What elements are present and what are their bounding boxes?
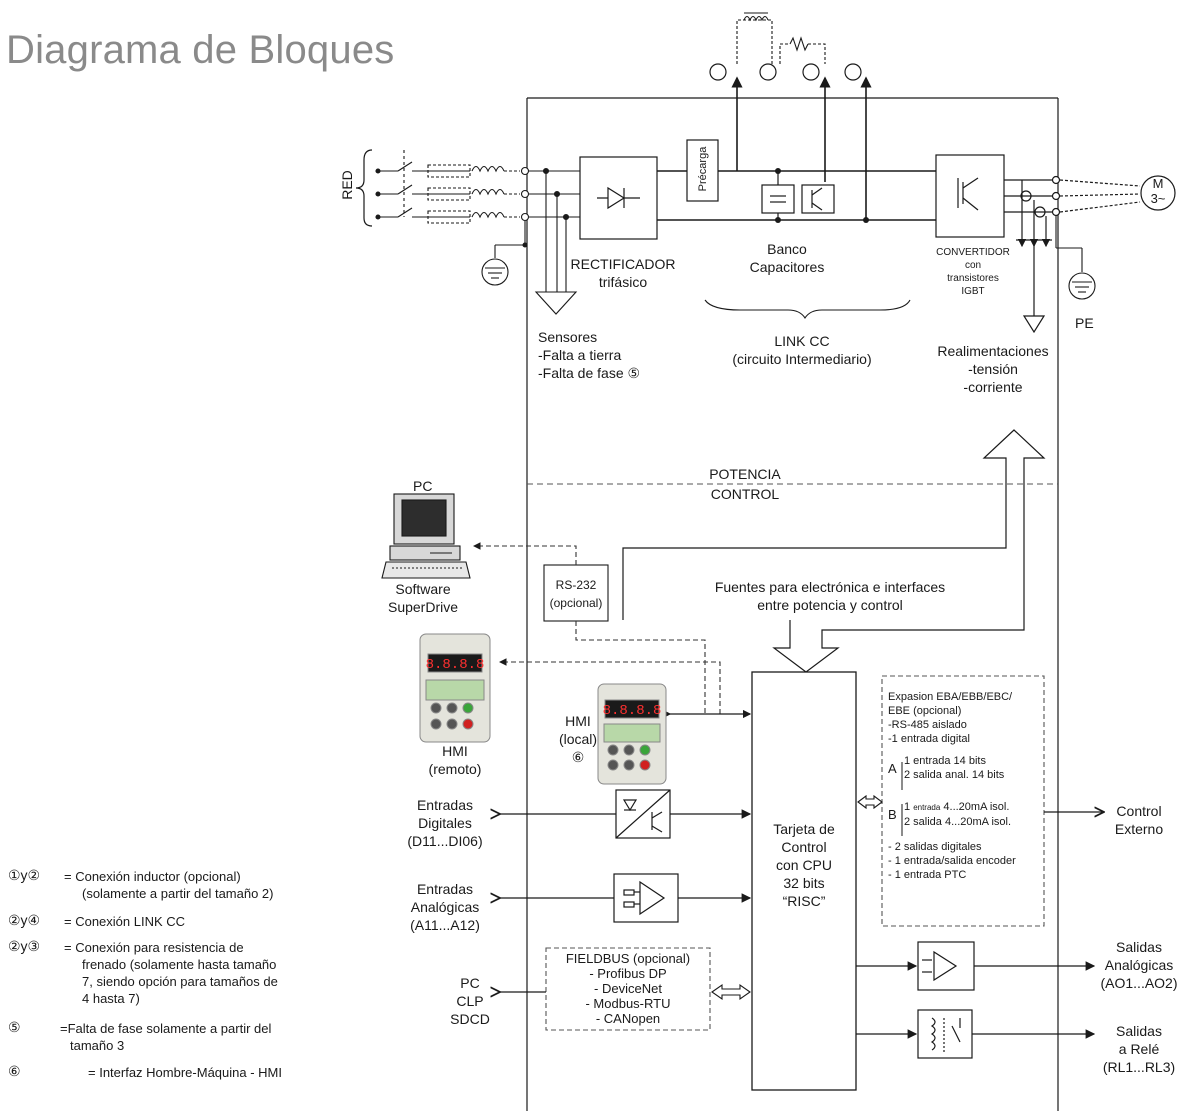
hmi-remote-label: HMI (remoto): [428, 743, 482, 777]
dc-inductor-coil: [743, 12, 769, 22]
pc-top-label: PC: [413, 478, 433, 494]
expansion-box: [881, 675, 1045, 927]
digital-input-optocoupler: [500, 789, 752, 839]
pe-label: PE: [1075, 315, 1094, 331]
legend-text: = Interfaz Hombre-Máquina - HMI: [88, 1065, 282, 1080]
pc-clp-sdcd-label: PC CLP SDCD: [450, 975, 490, 1027]
legend-key: ⑤: [8, 1019, 21, 1035]
link-cc-label: LINK CC (circuito Intermediario): [732, 333, 872, 367]
dc-terminals: [709, 63, 862, 81]
salidas-rele-label: Salidas a Relé (RL1...RL3): [1102, 1023, 1176, 1075]
control-label: CONTROL: [710, 486, 780, 502]
convertidor-label: CONVERTIDOR con transistores IGBT: [936, 247, 1010, 297]
legend-key: ①y②: [8, 867, 41, 883]
fuentes-label: Fuentes para electrónica e interfaces en…: [714, 579, 946, 613]
motor-label: M 3~: [1150, 176, 1166, 206]
link-cc-brace: [704, 299, 911, 320]
hmi-local-label: HMI (local) ⑥: [558, 713, 598, 765]
brake-transistor: [801, 184, 835, 214]
entradas-digitales-label: Entradas Digitales (D11...DI06): [407, 797, 483, 849]
hmi-local-icon: 8.8.8.8: [597, 683, 667, 785]
banco-label: Banco Capacitores: [749, 241, 825, 275]
ground-left-icon: [481, 221, 528, 286]
analog-output-amplifier: [856, 941, 1096, 991]
realimentaciones-label: Realimentaciones -tensión -corriente: [937, 343, 1049, 395]
svg-text:8.8.8.8: 8.8.8.8: [426, 657, 485, 673]
entradas-analogicas-label: Entradas Analógicas (A11...A12): [410, 881, 480, 933]
input-phases: [375, 150, 580, 315]
legend-key: ②y④: [8, 912, 41, 928]
fieldbus-box: [545, 947, 711, 1031]
salidas-analogicas-label: Salidas Analógicas (AO1...AO2): [1100, 939, 1178, 991]
rectifier-block: [579, 156, 658, 240]
optional-brake-resistor: [779, 36, 826, 64]
rectificador-label: RECTIFICADOR trifásico: [570, 256, 676, 290]
drive-enclosure: [526, 97, 1059, 1111]
rs232-links: [472, 542, 721, 714]
fieldbus-label: FIELDBUS (opcional) - Profibus DP - Devi…: [565, 951, 691, 1026]
hmi-remote-icon: 8.8.8.8: [419, 633, 491, 743]
rs232-label: RS-232 (opcional): [549, 578, 603, 610]
red-label: RED: [339, 170, 355, 200]
legend-text: = Conexión LINK CC: [64, 914, 186, 929]
legend-key: ②y③: [8, 938, 41, 954]
fieldbus-card-arrow: [711, 983, 751, 1001]
legend-text: = Conexión inductor (opcional) (solament…: [64, 869, 274, 901]
potencia-label: POTENCIA: [709, 466, 781, 482]
analog-input-amplifier: [500, 873, 752, 923]
tarjeta-label: Tarjeta de Control con CPU 32 bits “RISC…: [773, 821, 835, 909]
feedback-hollow-arrow: [622, 429, 1046, 673]
optional-dc-inductor: [736, 19, 773, 64]
legend-text: = Conexión para resistencia de frenado (…: [64, 940, 278, 1006]
ground-pe-icon: [1055, 216, 1096, 300]
expansion-text: Expasion EBA/EBB/EBC/ EBE (opcional) -RS…: [888, 691, 1016, 881]
svg-text:8.8.8.8: 8.8.8.8: [603, 703, 662, 719]
sensores-label: Sensores -Falta a tierra -Falta de fase …: [538, 329, 641, 381]
computer-icon: [381, 493, 471, 579]
software-label: Software SuperDrive: [387, 581, 459, 615]
output-phases: [1004, 175, 1176, 334]
expansion-card-arrow: [857, 794, 883, 810]
igbt-converter: [935, 154, 1005, 238]
legend-key: ⑥: [8, 1063, 21, 1079]
precarga-block: [686, 139, 719, 202]
precarga-label: Précarga: [697, 146, 709, 192]
control-externo-label: Control Externo: [1114, 803, 1164, 837]
relay-output-block: [856, 1009, 1096, 1059]
page-title: Diagrama de Bloques: [6, 28, 395, 72]
red-brace: [355, 149, 373, 227]
capacitor-bank: [761, 184, 795, 214]
control-card: [751, 671, 857, 1091]
legend-text: =Falta de fase solamente a partir del ta…: [60, 1021, 272, 1053]
